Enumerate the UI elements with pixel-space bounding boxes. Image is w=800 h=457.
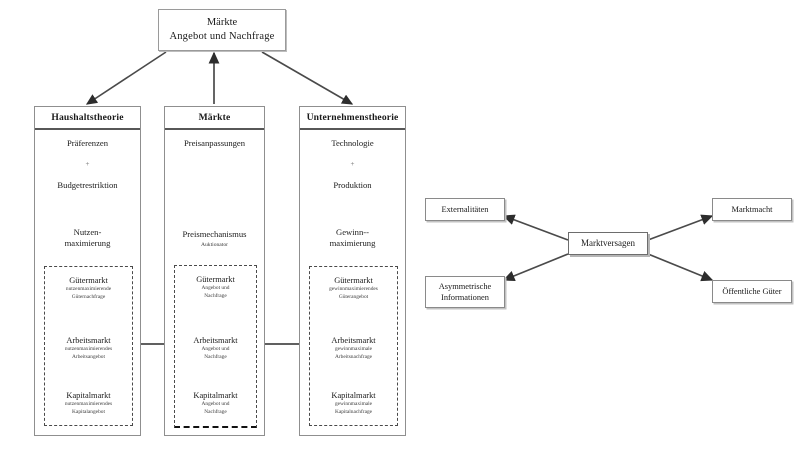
household-goods-market-sub1: nutzenmaximierende bbox=[65, 286, 112, 292]
firm-capital-market-sub2: Kapitalnachfrage bbox=[334, 408, 373, 415]
firm-labour-market-title: Arbeitsmarkt bbox=[331, 336, 376, 345]
household-step-utility-line2: maximierung bbox=[64, 238, 111, 248]
firm-goods-market-title: Gütermarkt bbox=[334, 276, 373, 285]
column-header-household: Haushaltstheorie bbox=[35, 107, 140, 130]
column-household: Haushaltstheorie Präferenzen + Budgetres… bbox=[34, 106, 141, 436]
household-step-budget: Budgetrestriktion bbox=[57, 180, 118, 190]
markets-step-auctioneer: Auktionator bbox=[200, 242, 229, 248]
markets-goods-market-sub1: Angebot und bbox=[201, 285, 230, 291]
arrow-failure-to-asymmetric-information bbox=[502, 253, 569, 282]
firm-market-block: Gütermarkt gewinnmaximierendes Güterange… bbox=[309, 266, 398, 426]
title-box: Märkte Angebot und Nachfrage bbox=[158, 9, 286, 51]
firm-step-profit-line2: maximierung bbox=[329, 238, 376, 248]
arrow-top-to-firm bbox=[261, 51, 354, 105]
firm-step-production: Produktion bbox=[333, 180, 372, 190]
column-header-markets: Märkte bbox=[165, 107, 264, 130]
market-failure-node-asymmetric-information-line1: Asymmetrische bbox=[438, 282, 492, 291]
firm-step-technology: Technologie bbox=[331, 138, 374, 148]
markets-goods-market-title: Gütermarkt bbox=[196, 275, 235, 284]
household-capital-market-sub1: nutzenmaximierendes bbox=[64, 401, 113, 407]
column-markets: Märkte Preisanpassungen Preismechanismus… bbox=[164, 106, 265, 436]
markets-capital-market: Kapitalmarkt Angebot und Nachfrage bbox=[175, 390, 256, 416]
market-failure-node-market-power-label: Marktmacht bbox=[731, 205, 773, 214]
markets-capital-market-title: Kapitalmarkt bbox=[193, 391, 238, 400]
household-goods-market-sub2: Güternachfrage bbox=[71, 293, 106, 300]
firm-goods-market-sub1: gewinnmaximierendes bbox=[329, 286, 378, 292]
firm-capital-market-sub1: gewinnmaximale bbox=[334, 401, 373, 407]
markets-labour-market-sub1: Angebot und bbox=[201, 346, 230, 352]
firm-capital-market-title: Kapitalmarkt bbox=[331, 391, 376, 400]
household-step-plus: + bbox=[85, 160, 90, 168]
markets-market-block: Gütermarkt Angebot und Nachfrage Arbeits… bbox=[174, 265, 257, 428]
markets-labour-market-title: Arbeitsmarkt bbox=[193, 336, 238, 345]
firm-labour-market-sub1: gewinnmaximale bbox=[334, 346, 373, 352]
markets-capital-market-sub2: Nachfrage bbox=[204, 408, 227, 415]
market-failure-center-label: Marktversagen bbox=[581, 238, 635, 248]
markets-capital-market-sub1: Angebot und bbox=[201, 401, 230, 407]
household-capital-market-sub2: Kapitalangebot bbox=[72, 408, 105, 415]
market-failure-center: Marktversagen bbox=[568, 232, 648, 255]
market-failure-node-asymmetric-information: Asymmetrische Informationen bbox=[425, 276, 505, 308]
firm-capital-market: Kapitalmarkt gewinnmaximale Kapitalnachf… bbox=[310, 390, 397, 416]
household-labour-market-sub1: nutzenmaximierendes bbox=[64, 346, 113, 352]
arrow-failure-to-public-goods bbox=[647, 253, 714, 282]
markets-goods-market-sub2: Nachfrage bbox=[204, 292, 227, 299]
firm-labour-market: Arbeitsmarkt gewinnmaximale Arbeitsnachf… bbox=[310, 335, 397, 361]
firm-goods-market: Gütermarkt gewinnmaximierendes Güterange… bbox=[310, 275, 397, 301]
markets-step-price-mechanism: Preismechanismus bbox=[182, 229, 247, 239]
title-line-2: Angebot und Nachfrage bbox=[169, 31, 275, 42]
firm-step-profit-line1: Gewinn-- bbox=[336, 227, 369, 237]
market-failure-node-public-goods-label: Öffentliche Güter bbox=[722, 287, 782, 296]
markets-goods-market: Gütermarkt Angebot und Nachfrage bbox=[175, 274, 256, 300]
arrow-failure-to-externalities bbox=[502, 214, 569, 241]
market-failure-node-externalities-label: Externalitäten bbox=[441, 205, 489, 214]
household-step-utility-line1: Nutzen- bbox=[73, 227, 102, 237]
markets-labour-market: Arbeitsmarkt Angebot und Nachfrage bbox=[175, 335, 256, 361]
household-capital-market: Kapitalmarkt nutzenmaximierendes Kapital… bbox=[45, 390, 132, 416]
household-labour-market-title: Arbeitsmarkt bbox=[66, 336, 111, 345]
firm-goods-market-sub2: Güterangebot bbox=[338, 293, 369, 300]
household-market-block: Gütermarkt nutzenmaximierende Güternachf… bbox=[44, 266, 133, 426]
column-body-markets: Preisanpassungen Preismechanismus Auktio… bbox=[165, 128, 264, 435]
column-firm: Unternehmenstheorie Technologie + Produk… bbox=[299, 106, 406, 436]
household-labour-market: Arbeitsmarkt nutzenmaximierendes Arbeits… bbox=[45, 335, 132, 361]
household-labour-market-sub2: Arbeitsangebot bbox=[72, 353, 105, 360]
title-line-1: Märkte bbox=[206, 17, 238, 28]
household-goods-market: Gütermarkt nutzenmaximierende Güternachf… bbox=[45, 275, 132, 301]
arrow-top-to-household bbox=[85, 51, 167, 105]
market-failure-node-market-power: Marktmacht bbox=[712, 198, 792, 221]
market-failure-node-asymmetric-information-line2: Informationen bbox=[441, 293, 489, 302]
firm-labour-market-sub2: Arbeitsnachfrage bbox=[334, 353, 373, 360]
market-failure-node-externalities: Externalitäten bbox=[425, 198, 505, 221]
markets-labour-market-sub2: Nachfrage bbox=[204, 353, 227, 360]
market-failure-node-public-goods: Öffentliche Güter bbox=[712, 280, 792, 303]
firm-step-plus: + bbox=[350, 160, 355, 168]
column-body-household: Präferenzen + Budgetrestriktion Nutzen- … bbox=[35, 128, 140, 435]
arrow-failure-to-market-power bbox=[647, 214, 714, 241]
household-step-preferences: Präferenzen bbox=[66, 138, 109, 148]
household-goods-market-title: Gütermarkt bbox=[69, 276, 108, 285]
markets-step-price-adjustment: Preisanpassungen bbox=[183, 138, 246, 148]
household-capital-market-title: Kapitalmarkt bbox=[66, 391, 111, 400]
column-header-firm: Unternehmenstheorie bbox=[300, 107, 405, 130]
column-body-firm: Technologie + Produktion Gewinn-- maximi… bbox=[300, 128, 405, 435]
